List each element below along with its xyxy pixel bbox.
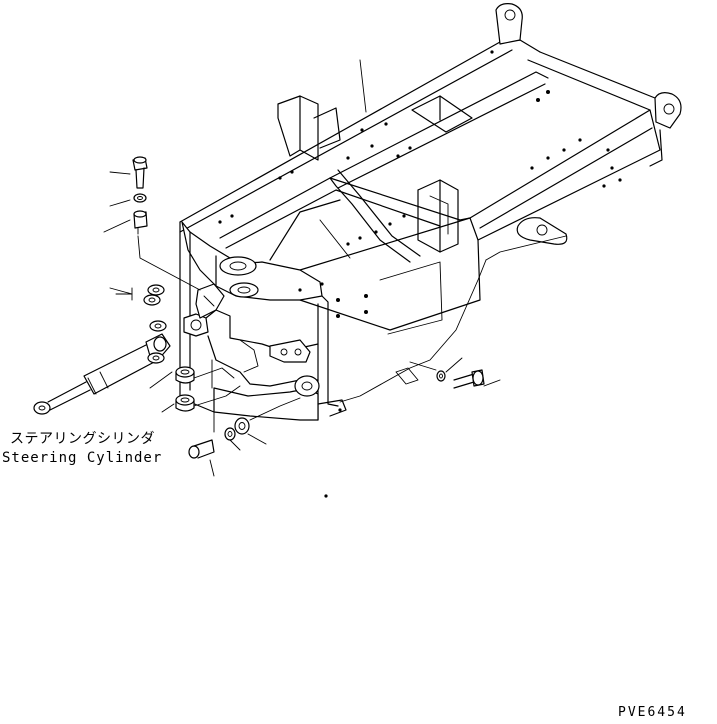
belly-outline <box>339 259 487 403</box>
frame-top-rails <box>179 39 673 335</box>
hitch-plate <box>485 217 568 261</box>
exploded-parts-bottom <box>188 397 301 459</box>
frame-holes <box>218 50 622 498</box>
inner-tube <box>269 169 421 263</box>
exploded-parts-right <box>409 361 485 389</box>
steering-cylinder-caption-jp: ステアリングシリンダ <box>10 431 155 447</box>
front-lifting-eye <box>495 3 523 45</box>
exploded-parts-left <box>115 156 241 412</box>
drawing-code: PVE6454 <box>618 705 687 720</box>
rear-lifting-eye <box>649 92 682 167</box>
steering-cylinder <box>33 333 171 415</box>
top-brackets <box>277 95 473 253</box>
leader-lines <box>103 59 501 477</box>
front-articulation <box>179 221 347 433</box>
steering-cylinder-caption-en: Steering Cylinder <box>2 450 163 466</box>
